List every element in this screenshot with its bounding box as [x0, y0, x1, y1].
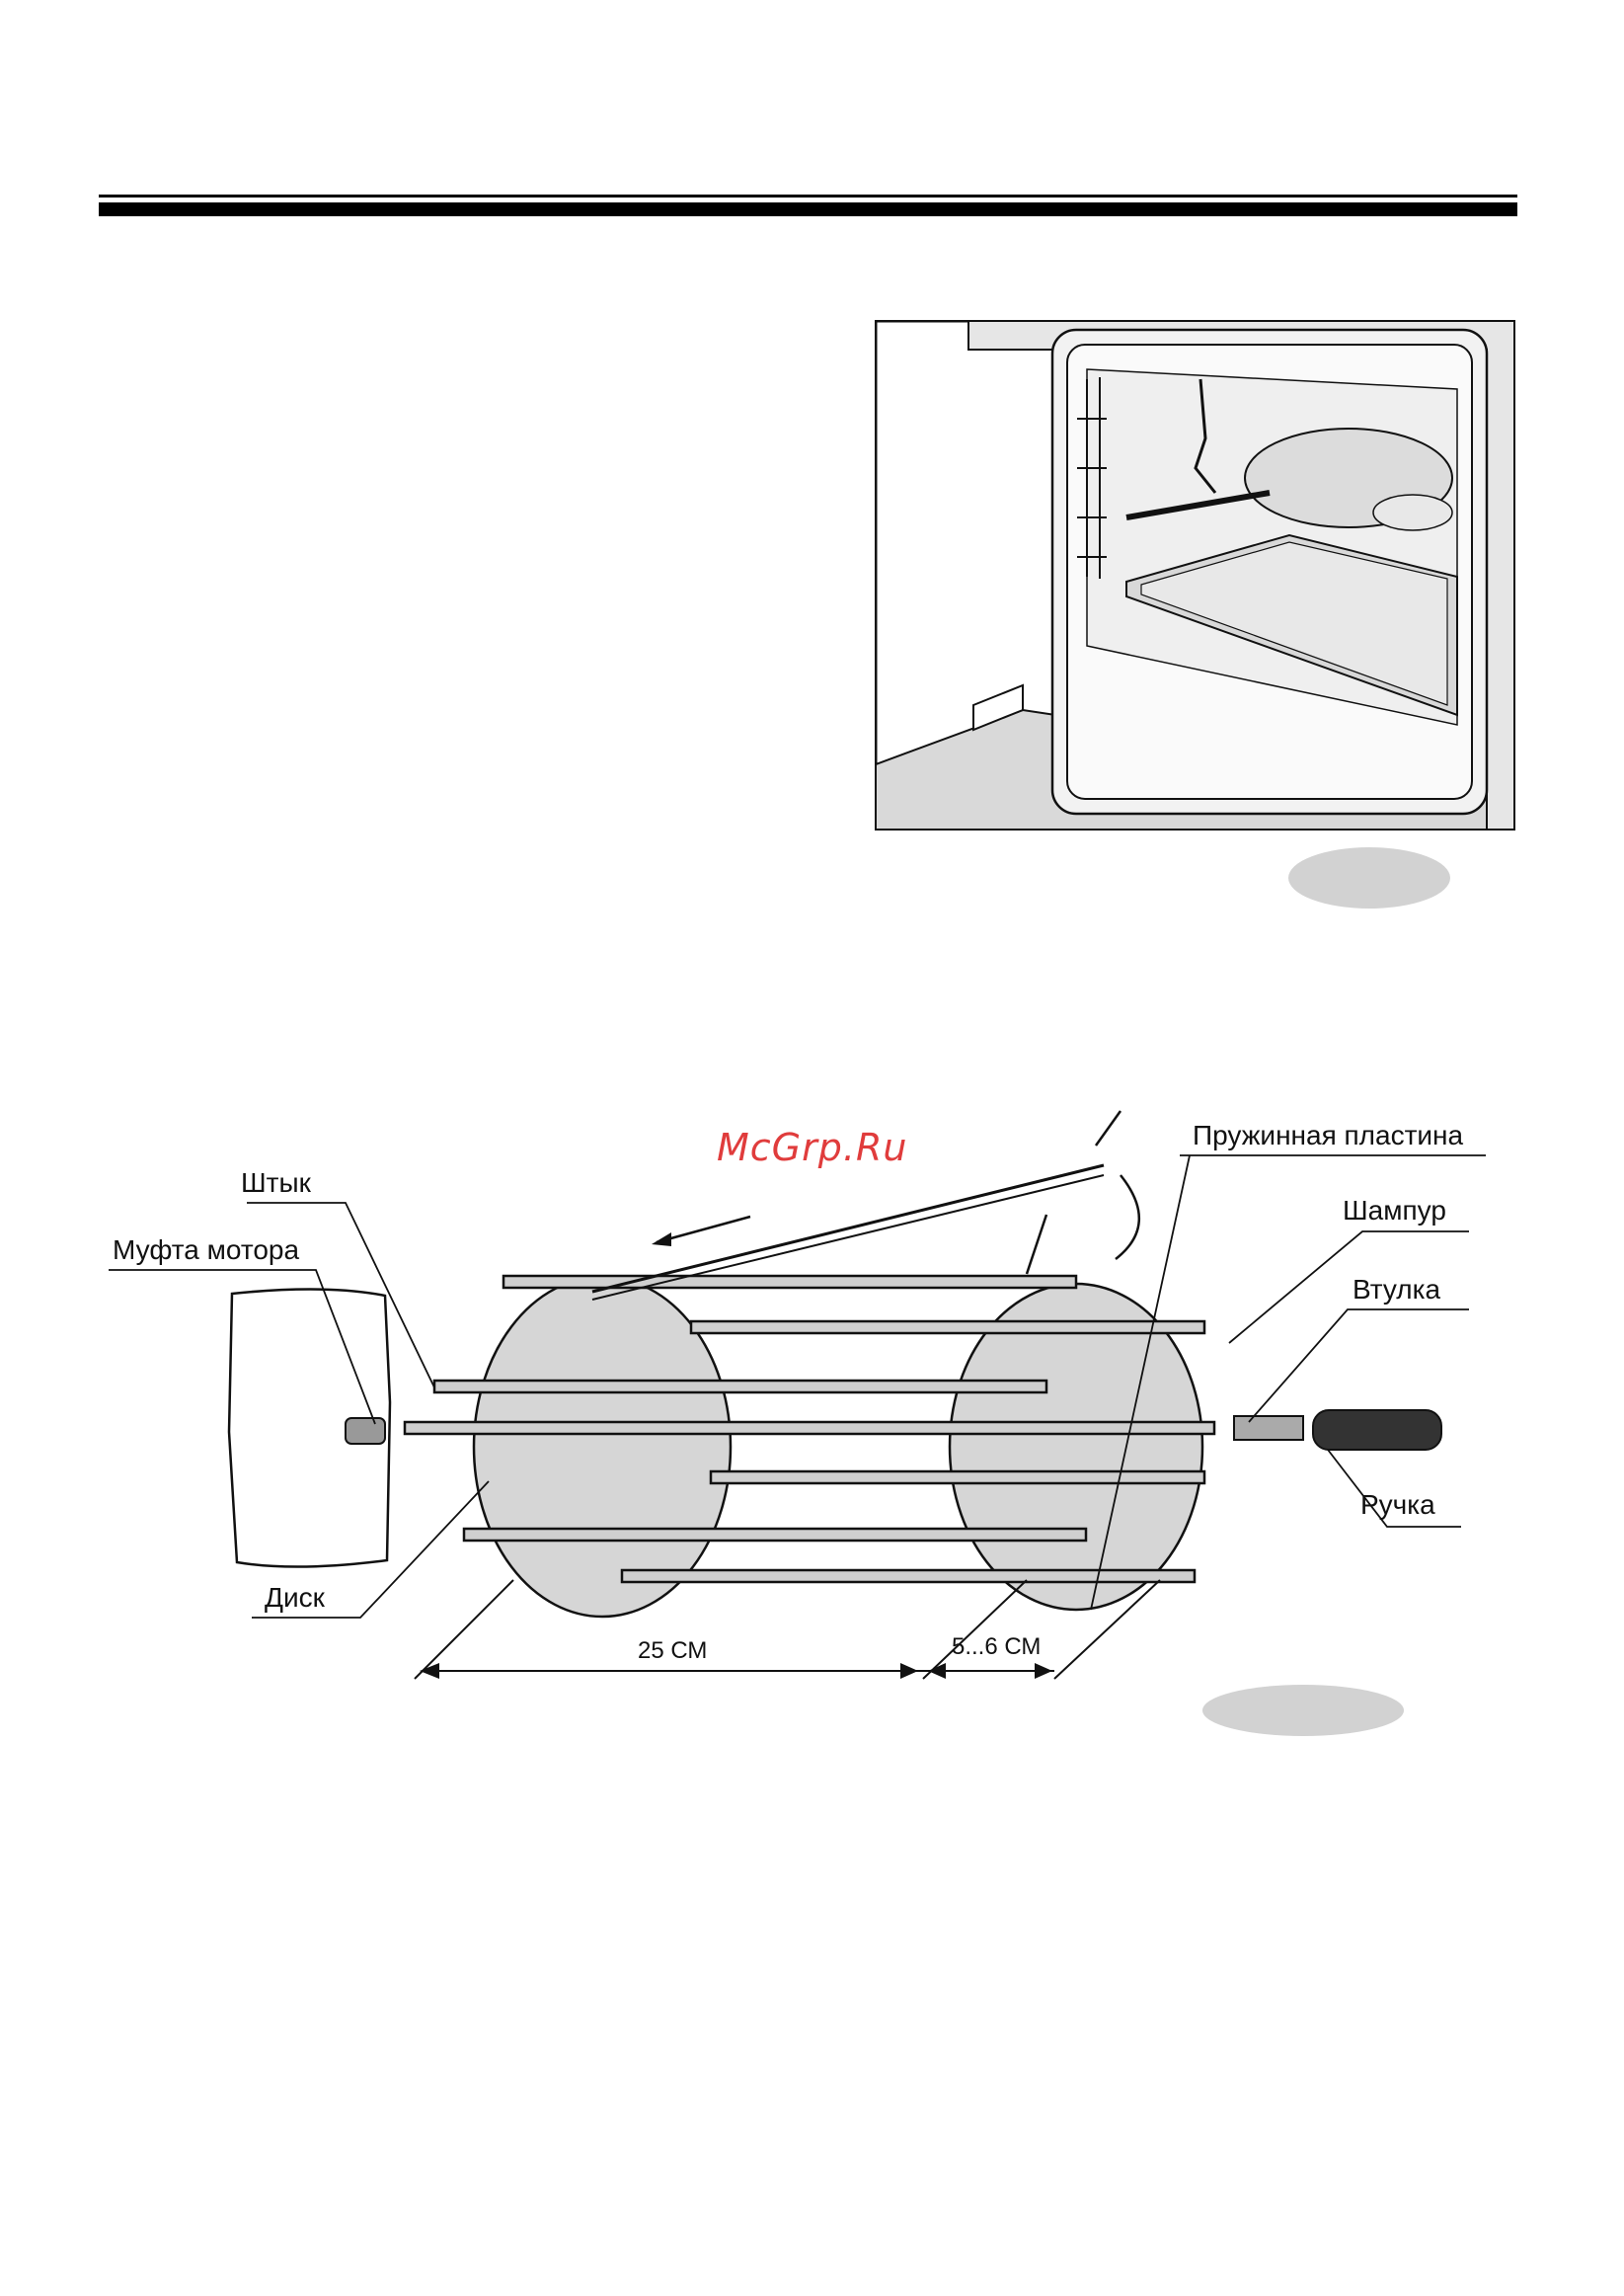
- handle: [1313, 1410, 1441, 1450]
- dimension-gap: 5...6 СМ: [952, 1633, 1041, 1661]
- figure-number-badge-2: [1202, 1685, 1404, 1736]
- header-rule-thick: [99, 202, 1517, 216]
- label-bushing: Втулка: [1353, 1274, 1440, 1306]
- watermark: McGrp.Ru: [717, 1126, 907, 1169]
- label-skewer: Шампур: [1343, 1195, 1446, 1227]
- dimension-length: 25 СМ: [638, 1637, 707, 1665]
- header-rule-thin: [99, 195, 1517, 198]
- label-disc: Диск: [265, 1582, 325, 1614]
- label-spring-plate: Пружинная пластина: [1193, 1120, 1463, 1151]
- spit-rod: [503, 1276, 1076, 1288]
- label-motor-coupling: Муфта мотора: [113, 1234, 299, 1266]
- oven-illustration: [875, 320, 1515, 831]
- label-shtyk: Штык: [241, 1167, 311, 1199]
- figure-number-badge: [1288, 847, 1450, 909]
- motor-coupling: [346, 1418, 385, 1444]
- label-handle: Ручка: [1360, 1489, 1435, 1521]
